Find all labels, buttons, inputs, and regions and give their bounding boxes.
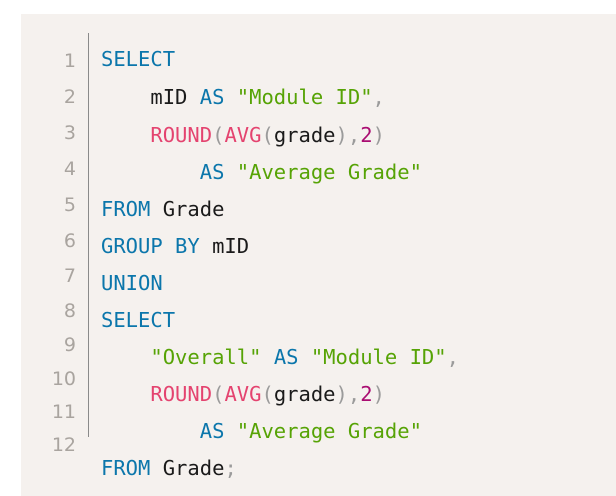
code-token-kw: FROM [101,197,151,221]
code-token-kw: GROUP BY [101,234,200,258]
code-line[interactable]: "Overall" AS "Module ID", [101,346,459,368]
code-line[interactable]: ROUND(AVG(grade),2) [101,383,385,405]
code-token-name [101,160,200,184]
code-line[interactable]: FROM Grade; [101,457,237,479]
code-token-kw: SELECT [101,308,176,332]
code-token-pun: ) [335,382,348,406]
gutter-divider [88,33,89,437]
code-token-name: mID [199,234,250,258]
code-token-str: "Average Grade" [236,419,422,443]
code-token-pun: ; [224,456,237,480]
code-line[interactable]: AS "Average Grade" [101,420,422,442]
code-line[interactable]: GROUP BY mID [101,235,249,257]
code-token-pun: , [446,345,459,369]
code-token-str: "Module ID" [310,345,447,369]
code-token-kw: AS [273,345,299,369]
code-token-kw: SELECT [101,47,176,71]
code-token-name: Grade [150,456,225,480]
code-token-name [101,345,150,369]
code-line[interactable]: AS "Average Grade" [101,161,422,183]
code-token-str: "Average Grade" [236,160,422,184]
code-line[interactable]: FROM Grade [101,198,224,220]
line-number: 3 [63,122,76,144]
code-token-pun: ( [261,123,274,147]
code-line[interactable]: SELECT [101,48,175,70]
line-number: 5 [63,194,76,216]
code-token-kw: AS [199,419,225,443]
code-token-pun: ) [335,123,348,147]
code-content-area[interactable]: SELECT mID AS "Module ID", ROUND(AVG(gra… [101,14,616,496]
code-line[interactable]: UNION [101,272,163,294]
code-token-pun: ) [372,123,385,147]
code-token-str: "Overall" [150,345,262,369]
code-token-name [101,382,150,406]
code-line[interactable]: SELECT [101,309,175,331]
code-token-pun: ( [261,382,274,406]
code-token-name: mID [101,85,200,109]
line-number: 9 [63,334,76,356]
line-number: 8 [63,300,76,322]
code-token-pun: ( [212,382,225,406]
line-number: 4 [63,158,76,180]
code-token-kw: AS [199,160,225,184]
code-token-fn: AVG [224,123,262,147]
code-token-str: "Module ID" [236,85,373,109]
code-token-name [299,345,311,369]
line-number: 1 [63,50,76,72]
code-token-name: grade [273,123,336,147]
code-token-name: Grade [150,197,225,221]
code-token-kw: FROM [101,456,151,480]
code-token-pun: , [347,123,361,147]
code-line[interactable]: mID AS "Module ID", [101,86,385,108]
code-token-name [101,123,150,147]
line-number: 2 [63,86,76,108]
code-token-fn: ROUND [150,382,213,406]
code-token-pun: , [372,85,385,109]
code-token-name [101,419,200,443]
code-token-name [261,345,273,369]
code-token-num: 2 [360,382,373,406]
code-token-pun: ) [372,382,385,406]
code-token-kw: AS [199,85,225,109]
code-token-num: 2 [360,123,373,147]
code-token-pun: , [347,382,361,406]
line-number: 6 [63,230,76,252]
line-number: 12 [51,434,76,456]
code-token-name [224,85,236,109]
code-token-kw: UNION [101,271,163,295]
code-token-name: grade [273,382,336,406]
code-token-fn: AVG [224,382,262,406]
line-number: 7 [63,265,76,287]
code-token-pun: ( [212,123,225,147]
code-token-name [224,160,236,184]
line-number: 11 [51,401,76,423]
code-token-name [224,419,236,443]
line-number: 10 [51,368,76,390]
code-line[interactable]: ROUND(AVG(grade),2) [101,124,385,146]
code-token-fn: ROUND [150,123,213,147]
